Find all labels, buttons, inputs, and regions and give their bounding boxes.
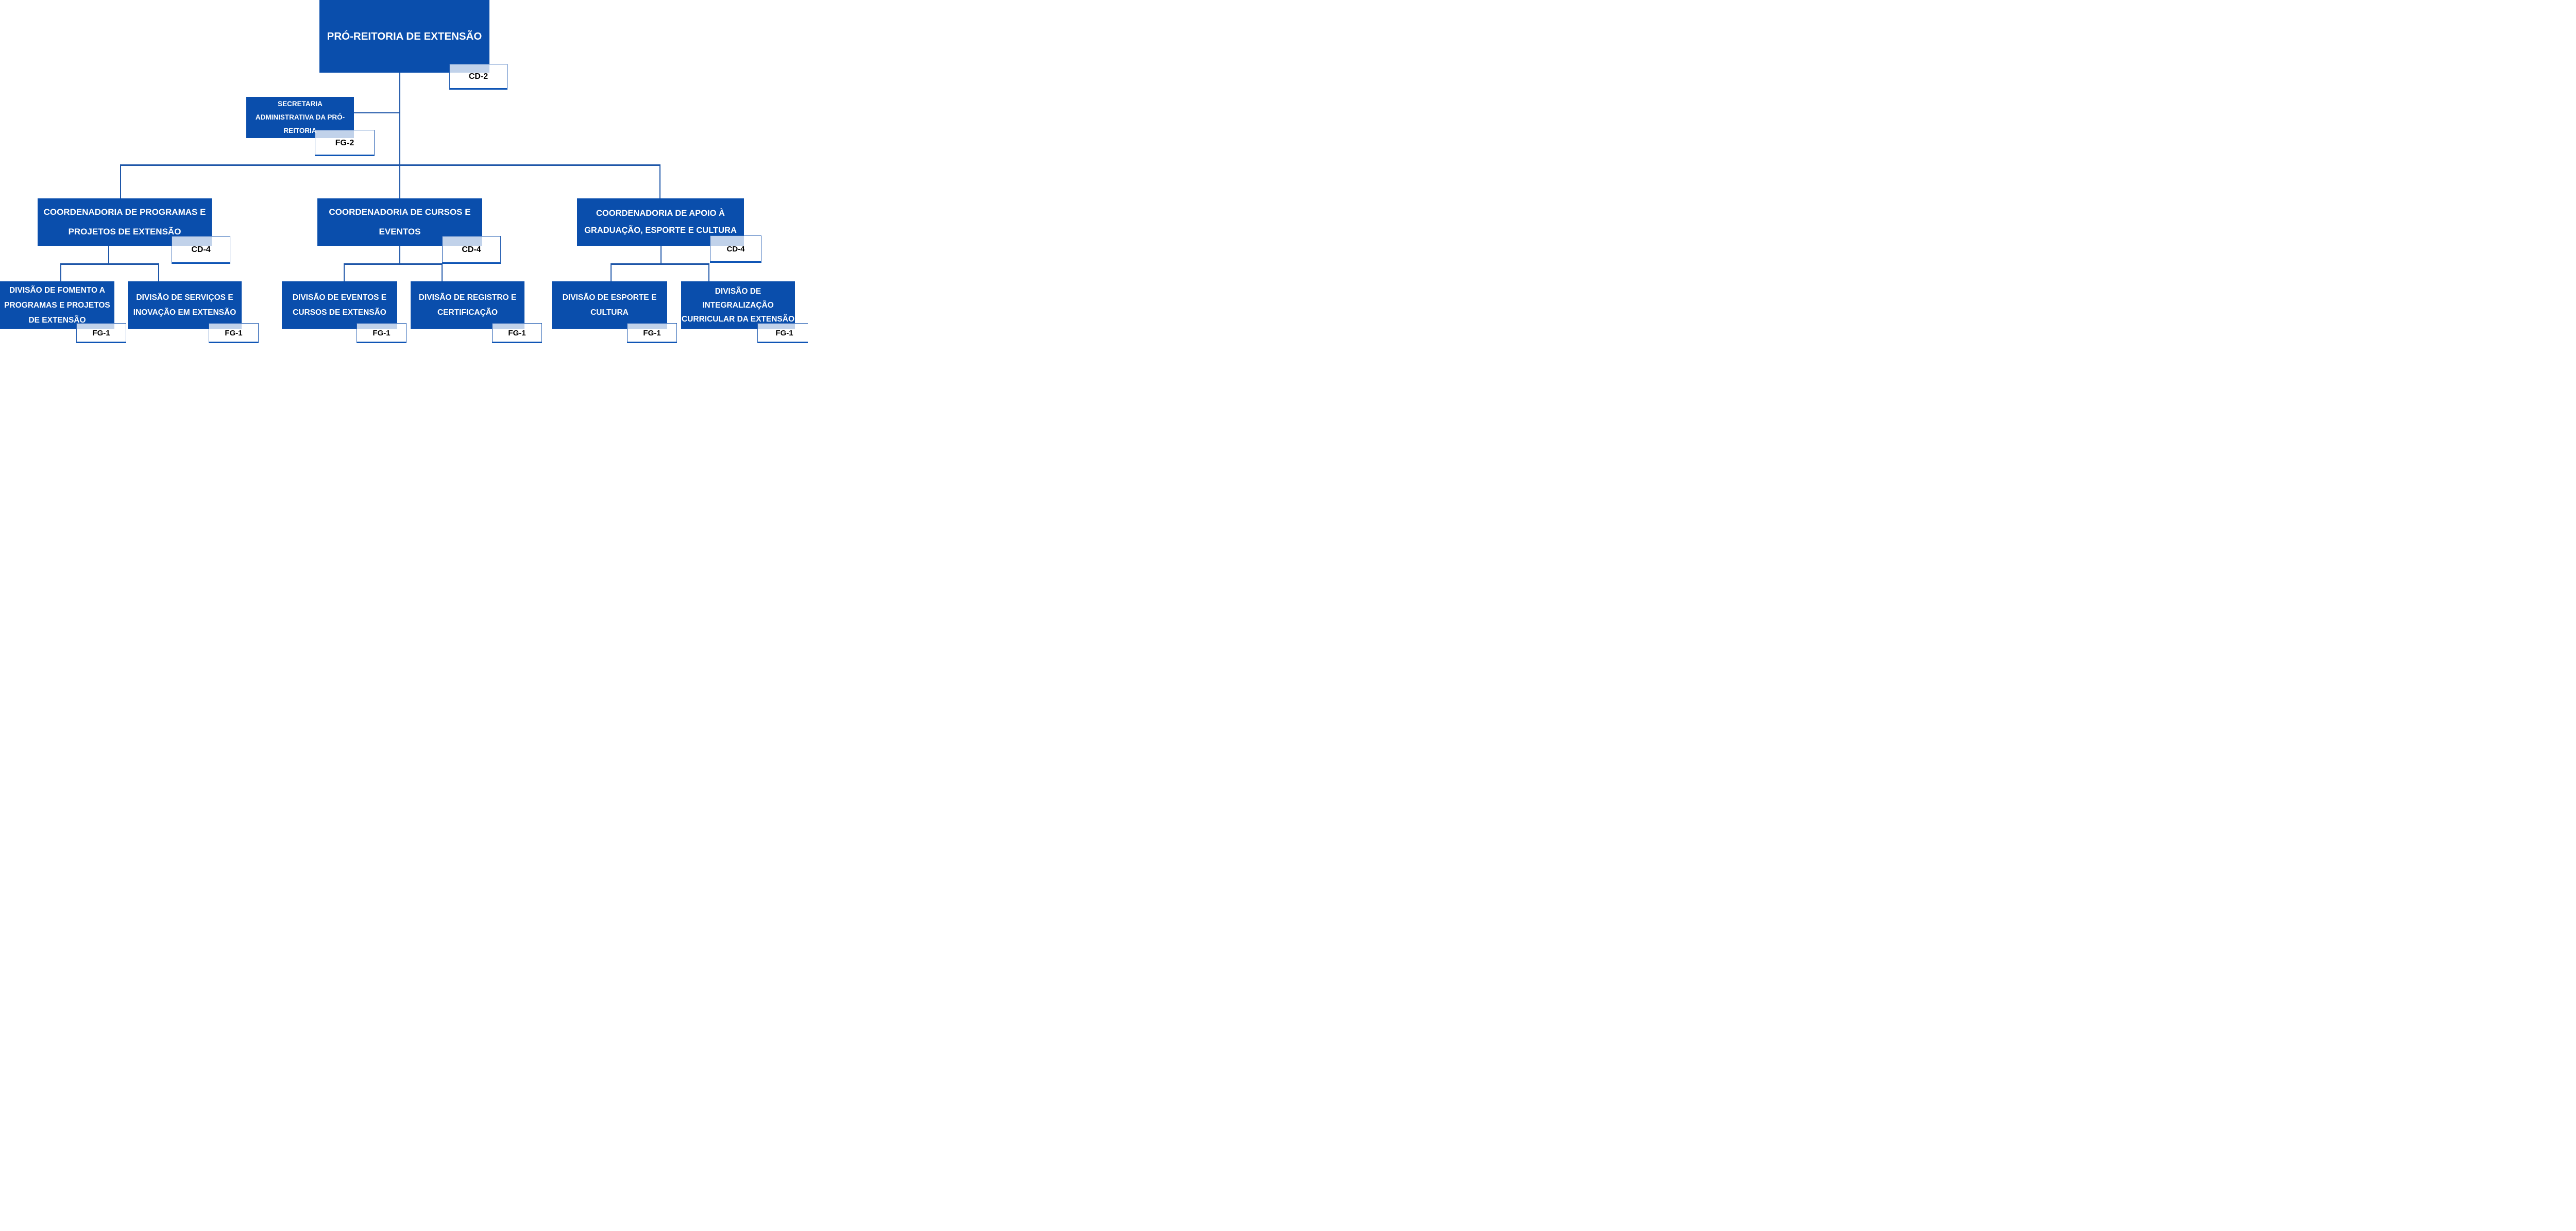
box-divisao-fomento: DIVISÃO DE FOMENTO A PROGRAMAS E PROJETO… [0, 281, 114, 329]
connector-main-horizontal [121, 164, 660, 166]
connector-stub-div6 [708, 263, 709, 281]
box-secretaria-label: SECRETARIA ADMINISTRATIVA DA PRÓ- REITOR… [255, 100, 345, 134]
badge-divisao-registro-label: FG-1 [508, 329, 526, 338]
connector-secretaria-horizontal [354, 112, 400, 113]
connector-split-left [60, 263, 159, 265]
connector-stub-div5 [611, 263, 612, 281]
badge-coordenadoria-cursos-label: CD-4 [462, 245, 481, 254]
box-divisao-integralizacao: DIVISÃO DE INTEGRALIZAÇÃO CURRICULAR DA … [681, 281, 795, 329]
box-divisao-servicos-label: DIVISÃO DE SERVIÇOS E INOVAÇÃO EM EXTENS… [133, 293, 236, 317]
badge-divisao-fomento-label: FG-1 [92, 329, 110, 338]
box-coordenadoria-programas: COORDENADORIA DE PROGRAMAS E PROJETOS DE… [38, 198, 212, 246]
box-divisao-esporte: DIVISÃO DE ESPORTE E CULTURA [552, 281, 667, 329]
connector-drop-right [659, 164, 660, 198]
connector-root-vertical [399, 73, 400, 165]
connector-stub-div4 [442, 263, 443, 281]
connector-split-right [611, 263, 709, 265]
badge-divisao-esporte-label: FG-1 [643, 329, 661, 338]
box-divisao-eventos-label: DIVISÃO DE EVENTOS E CURSOS DE EXTENSÃO [292, 293, 387, 317]
badge-coordenadoria-apoio-label: CD-4 [726, 245, 745, 254]
box-coordenadoria-cursos-label: COORDENADORIA DE CURSOS E EVENTOS [329, 207, 471, 237]
box-divisao-eventos: DIVISÃO DE EVENTOS E CURSOS DE EXTENSÃO [282, 281, 397, 329]
box-secretaria-administrativa: SECRETARIA ADMINISTRATIVA DA PRÓ- REITOR… [246, 97, 354, 138]
box-coordenadoria-apoio-label: COORDENADORIA DE APOIO À GRADUAÇÃO, ESPO… [584, 209, 737, 235]
connector-drop-left [120, 164, 121, 198]
badge-divisao-fomento: FG-1 [76, 323, 126, 343]
badge-coordenadoria-apoio: CD-4 [710, 235, 761, 263]
connector-split-middle [344, 263, 443, 265]
badge-divisao-esporte: FG-1 [627, 323, 677, 343]
badge-divisao-servicos-label: FG-1 [225, 329, 243, 338]
connector-stub-div2 [158, 263, 159, 281]
connector-stub-div1 [60, 263, 61, 281]
box-divisao-registro: DIVISÃO DE REGISTRO E CERTIFICAÇÃO [411, 281, 524, 329]
badge-secretaria-label: FG-2 [335, 138, 354, 147]
box-divisao-integralizacao-label: DIVISÃO DE INTEGRALIZAÇÃO CURRICULAR DA … [681, 286, 794, 324]
badge-pro-reitoria: CD-2 [449, 64, 507, 90]
box-divisao-esporte-label: DIVISÃO DE ESPORTE E CULTURA [562, 293, 657, 317]
badge-divisao-servicos: FG-1 [209, 323, 259, 343]
badge-coordenadoria-programas: CD-4 [172, 236, 230, 264]
badge-coordenadoria-cursos: CD-4 [442, 236, 501, 264]
badge-divisao-integralizacao-label: FG-1 [775, 329, 793, 338]
org-chart-canvas: PRÓ-REITORIA DE EXTENSÃO CD-2 SECRETARIA… [0, 0, 808, 344]
box-divisao-registro-label: DIVISÃO DE REGISTRO E CERTIFICAÇÃO [418, 293, 517, 317]
box-divisao-servicos: DIVISÃO DE SERVIÇOS E INOVAÇÃO EM EXTENS… [128, 281, 242, 329]
connector-sub-left [108, 246, 109, 264]
box-pro-reitoria: PRÓ-REITORIA DE EXTENSÃO [319, 0, 489, 73]
badge-divisao-eventos: FG-1 [357, 323, 406, 343]
box-divisao-fomento-label: DIVISÃO DE FOMENTO A PROGRAMAS E PROJETO… [4, 285, 110, 325]
badge-divisao-registro: FG-1 [492, 323, 542, 343]
box-coordenadoria-programas-label: COORDENADORIA DE PROGRAMAS E PROJETOS DE… [43, 207, 206, 237]
connector-sub-right [660, 246, 662, 264]
badge-pro-reitoria-label: CD-2 [468, 72, 488, 81]
badge-secretaria: FG-2 [315, 130, 375, 156]
badge-coordenadoria-programas-label: CD-4 [191, 245, 211, 254]
connector-stub-div3 [344, 263, 345, 281]
connector-drop-middle [399, 164, 400, 198]
badge-divisao-eventos-label: FG-1 [372, 329, 391, 338]
connector-sub-middle [399, 246, 400, 264]
box-pro-reitoria-label: PRÓ-REITORIA DE EXTENSÃO [327, 30, 482, 42]
badge-divisao-integralizacao: FG-1 [757, 323, 808, 343]
